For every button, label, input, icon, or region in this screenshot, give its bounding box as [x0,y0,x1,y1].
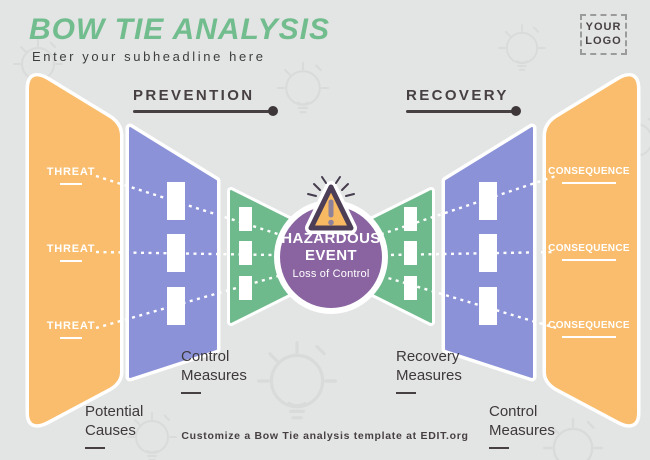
control-measures-right-line1: Control [489,403,538,420]
prevention-section-header: PREVENTION [133,87,255,104]
potential-causes-line1: Potential [85,403,144,420]
recovery-measures-line1: Recovery [396,348,460,365]
consequence-label-3: CONSEQUENCE [548,320,630,338]
threat-text-1: THREAT [46,166,96,178]
recovery-measures-dash [396,391,416,394]
hazard-title-line2: EVENT [304,247,357,265]
consequence-underline-1 [562,182,616,184]
threat-label-3: THREAT [35,320,107,339]
threat-underline-2 [60,260,82,262]
consequence-label-2: CONSEQUENCE [548,243,630,261]
hazard-subtitle: Loss of Control [292,267,370,280]
hazard-title-line1: HAZARDOUS [281,230,381,247]
hazardous-event-circle [274,200,388,314]
control-measures-left-line1: Control [181,348,230,365]
threat-underline-1 [60,183,82,185]
page-title[interactable]: BOW TIE ANALYSIS [29,13,330,46]
hazardous-event-node: HAZARDOUS EVENT Loss of Control [277,230,385,280]
recovery-measures-label: Recovery Measures [396,348,462,394]
consequence-underline-3 [562,336,616,338]
threat-label-1: THREAT [35,166,107,185]
consequence-text-3: CONSEQUENCE [548,320,630,331]
page-subtitle[interactable]: Enter your subheadline here [32,49,266,64]
threat-label-2: THREAT [35,243,107,262]
control-measures-left-dash [181,391,201,394]
control-measures-left-line2: Measures [181,366,247,384]
logo-placeholder[interactable]: YOUR LOGO [580,14,627,55]
recovery-section-header: RECOVERY [406,87,509,104]
potential-causes-label: Potential Causes [85,403,143,449]
logo-text-line1: YOUR [585,21,622,34]
recovery-measures-line2: Measures [396,366,462,384]
control-measures-right-dash [489,446,509,449]
warning-triangle-icon [305,176,357,234]
barrier-blocks [167,182,497,325]
prevention-underline [133,110,277,113]
footer-credit: Customize a Bow Tie analysis template at… [181,430,469,442]
threat-text-2: THREAT [46,243,96,255]
threat-underline-3 [60,337,82,339]
control-measures-left-label: Control Measures [181,348,247,394]
control-measures-right-label: Control Measures [489,403,555,449]
consequence-text-2: CONSEQUENCE [548,243,630,254]
consequence-underline-2 [562,259,616,261]
consequence-text-1: CONSEQUENCE [548,166,630,177]
threat-text-3: THREAT [46,320,96,332]
consequence-label-1: CONSEQUENCE [548,166,630,184]
potential-causes-dash [85,446,105,449]
potential-causes-line2: Causes [85,421,136,439]
prevention-line-dot [268,106,278,116]
recovery-underline [406,110,520,113]
recovery-line-dot [511,106,521,116]
threats-panel-left [25,72,124,428]
logo-text-line2: LOGO [585,34,622,47]
control-measures-right-line2: Measures [489,421,555,439]
